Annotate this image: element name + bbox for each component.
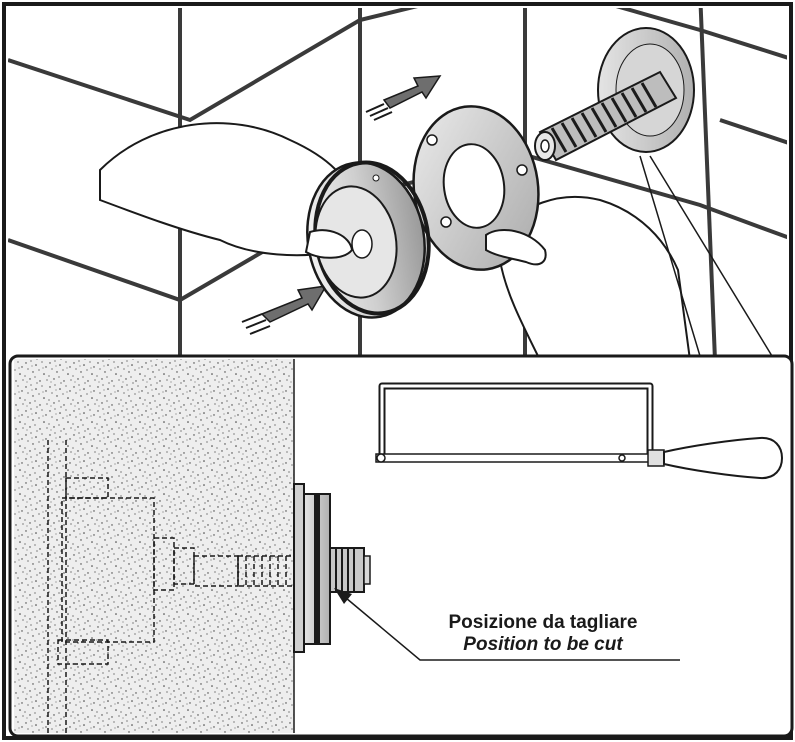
threaded-pipe-icon — [329, 547, 371, 593]
callout-leader — [334, 588, 680, 661]
hidden-valve-outline — [47, 440, 295, 733]
top-scene — [8, 8, 787, 358]
hand-icon — [499, 195, 691, 358]
hand-icon — [304, 229, 354, 259]
callout-label-italian: Posizione da tagliare — [448, 612, 638, 633]
zoom-connector — [639, 155, 773, 357]
wall-plate-icon — [412, 105, 540, 271]
hand-icon — [485, 229, 547, 266]
hacksaw-icon — [375, 382, 784, 480]
trim-ring-icon — [306, 160, 431, 319]
arrow-icon — [365, 75, 442, 121]
callout-label-english: Position to be cut — [463, 634, 623, 655]
arrow-icon — [241, 285, 328, 335]
wall-plate-icon — [293, 483, 331, 653]
threaded-pipe-icon — [534, 70, 678, 162]
cut-position-callout: Posizione da tagliare Position to be cut — [418, 612, 668, 656]
